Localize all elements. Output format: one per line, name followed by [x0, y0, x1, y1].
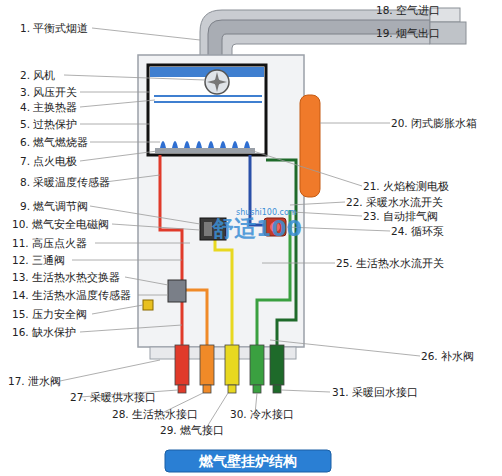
part-label: 27. 采暖供水接口 [70, 391, 156, 404]
burner-flames [160, 141, 250, 148]
part-label: 28. 生活热水接口 [112, 408, 198, 421]
plate-heat-exchanger [168, 280, 186, 302]
safety-valve [143, 300, 153, 310]
part-label: 6. 燃气燃烧器 [20, 136, 88, 149]
expansion-tank [300, 95, 320, 197]
fan-symbol [205, 70, 229, 94]
leader-lines [60, 28, 420, 430]
watermark: 舒适100 [212, 222, 302, 235]
part-label: 3. 风压开关 [20, 86, 77, 99]
boiler-casing [138, 55, 304, 347]
part-label: 22. 采暖水水流开关 [346, 196, 443, 209]
part-label: 4. 主换热器 [20, 101, 77, 114]
part-label: 12. 三通阀 [12, 254, 65, 267]
part-label: 21. 火焰检测电极 [363, 180, 449, 193]
part-label: 1. 平衡式烟道 [20, 22, 88, 35]
part-label: 26. 补水阀 [421, 350, 474, 363]
outlet-connectors [175, 345, 284, 393]
part-label: 29. 燃气接口 [160, 424, 224, 437]
diagram-title: 燃气壁挂炉结构 [165, 450, 331, 472]
part-label: 16. 缺水保护 [12, 326, 76, 339]
part-label: 24. 循环泵 [391, 225, 444, 238]
part-label: 14. 生活热水温度传感器 [12, 289, 131, 302]
watermark: shushi100.com [236, 206, 297, 219]
heat-exchanger-fins [154, 96, 262, 102]
part-label: 25. 生活热水水流开关 [336, 257, 444, 270]
part-label: 11. 高压点火器 [12, 237, 87, 250]
part-label: 15. 压力安全阀 [12, 308, 87, 321]
part-label: 20. 闭式膨胀水箱 [391, 117, 477, 130]
part-label: 18. 空气进口 [376, 4, 440, 17]
part-label: 23. 自动排气阀 [363, 210, 438, 223]
part-label: 31. 采暖回水接口 [332, 386, 418, 399]
burner-bar [155, 148, 255, 153]
part-label: 17. 泄水阀 [8, 375, 61, 388]
part-label: 19. 烟气出口 [376, 27, 440, 40]
part-label: 7. 点火电极 [20, 155, 77, 168]
part-label: 8. 采暖温度传感器 [20, 176, 110, 189]
part-label: 10. 燃气安全电磁阀 [12, 218, 109, 231]
internal-pipes [160, 155, 296, 345]
part-label: 30. 冷水接口 [230, 408, 294, 421]
part-label: 2. 风机 [20, 69, 55, 82]
part-label: 5. 过热保护 [20, 118, 77, 131]
part-label: 9. 燃气调节阀 [20, 200, 88, 213]
part-label: 13. 生活热水热交换器 [12, 271, 120, 284]
title-banner [165, 450, 331, 472]
